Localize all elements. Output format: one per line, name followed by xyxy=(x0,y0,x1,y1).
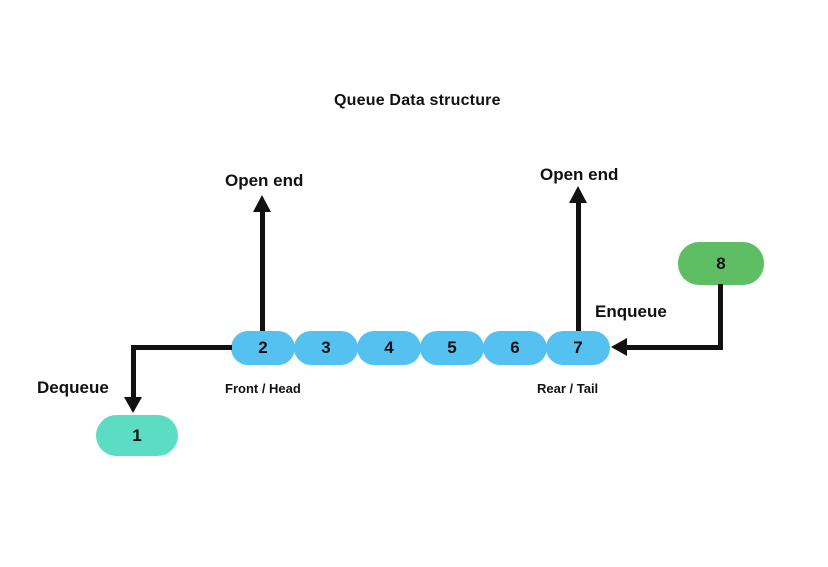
open-end-right-arrowhead-icon xyxy=(569,186,587,203)
enqueue-arrowhead-icon xyxy=(611,338,627,356)
dequeue-item-value: 1 xyxy=(132,425,142,445)
queue-cell: 6 xyxy=(483,331,547,365)
dequeue-arrow-vertical-line xyxy=(131,345,136,398)
enqueue-label: Enqueue xyxy=(595,302,667,321)
queue-cell: 7 xyxy=(546,331,610,365)
queue-cell: 2 xyxy=(231,331,295,365)
enqueue-item-pill: 8 xyxy=(678,242,764,285)
open-end-left-arrowhead-icon xyxy=(253,195,271,212)
dequeue-arrow-horizontal-line xyxy=(131,345,232,350)
queue-cell: 5 xyxy=(420,331,484,365)
queue-cell: 3 xyxy=(294,331,358,365)
front-head-label: Front / Head xyxy=(225,381,301,396)
open-end-left-arrow-line xyxy=(260,210,265,335)
diagram-title: Queue Data structure xyxy=(334,92,501,109)
open-end-right-arrow-line xyxy=(576,201,581,331)
open-end-left-label: Open end xyxy=(225,171,304,190)
rear-tail-label: Rear / Tail xyxy=(537,381,599,396)
enqueue-arrow-vertical-line xyxy=(718,284,723,350)
queue-cell: 4 xyxy=(357,331,421,365)
dequeue-item-pill: 1 xyxy=(96,415,178,456)
enqueue-item-value: 8 xyxy=(716,253,726,273)
dequeue-arrowhead-icon xyxy=(124,397,142,413)
dequeue-label: Dequeue xyxy=(37,378,109,397)
enqueue-arrow-horizontal-line xyxy=(626,345,723,350)
open-end-right-label: Open end xyxy=(540,165,619,184)
